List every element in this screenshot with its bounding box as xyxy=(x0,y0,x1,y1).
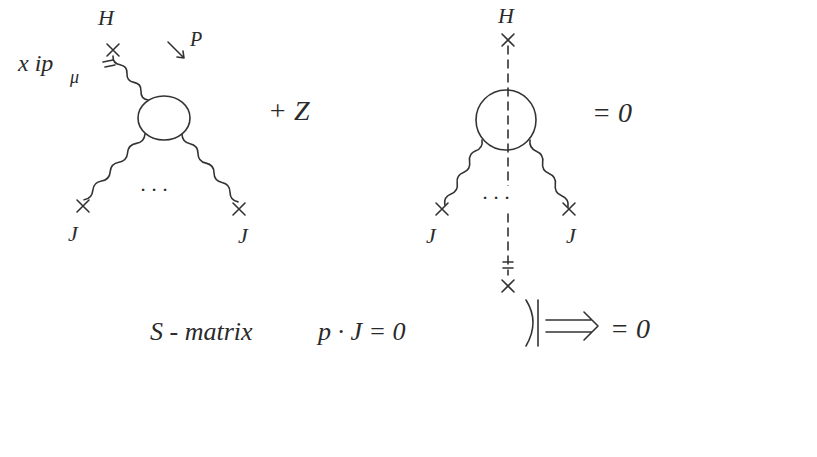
source-cross xyxy=(563,203,575,215)
wavy-line xyxy=(445,140,483,205)
field-name: H xyxy=(98,6,114,30)
ellipsis: · · · xyxy=(140,178,168,202)
momentum-arrow xyxy=(168,42,184,58)
equation-result: = 0 xyxy=(592,98,632,129)
current-label: J xyxy=(566,224,576,248)
equal-mark xyxy=(503,262,513,268)
wavy-line xyxy=(530,140,568,207)
source-cross xyxy=(107,44,119,56)
current-label: J xyxy=(426,224,436,248)
ellipsis: · · · xyxy=(480,186,512,210)
note-text: S - matrix xyxy=(150,318,253,347)
plus-term: + Z xyxy=(268,96,309,127)
bracket xyxy=(526,300,533,346)
momentum-label: P xyxy=(190,28,202,50)
condition-text: p · J = 0 xyxy=(318,318,406,347)
equation-result: = 0 xyxy=(610,314,650,345)
current-label: J xyxy=(238,224,248,248)
source-cross xyxy=(502,34,514,46)
source-cross xyxy=(77,200,89,212)
implies-arrow xyxy=(546,312,598,340)
wavy-line xyxy=(113,56,148,100)
blob xyxy=(476,90,536,150)
field-name: H xyxy=(498,4,514,28)
source-cross xyxy=(436,203,448,215)
equal-mark xyxy=(103,60,115,67)
wavy-line xyxy=(182,134,238,202)
dashed-line xyxy=(507,46,509,275)
current-label: J xyxy=(68,222,78,246)
index-subscript: μ xyxy=(70,68,79,88)
wavy-line xyxy=(84,134,145,200)
bar xyxy=(537,300,539,346)
source-cross xyxy=(502,280,514,292)
prefactor: x ip xyxy=(18,50,53,76)
source-cross xyxy=(233,203,245,215)
